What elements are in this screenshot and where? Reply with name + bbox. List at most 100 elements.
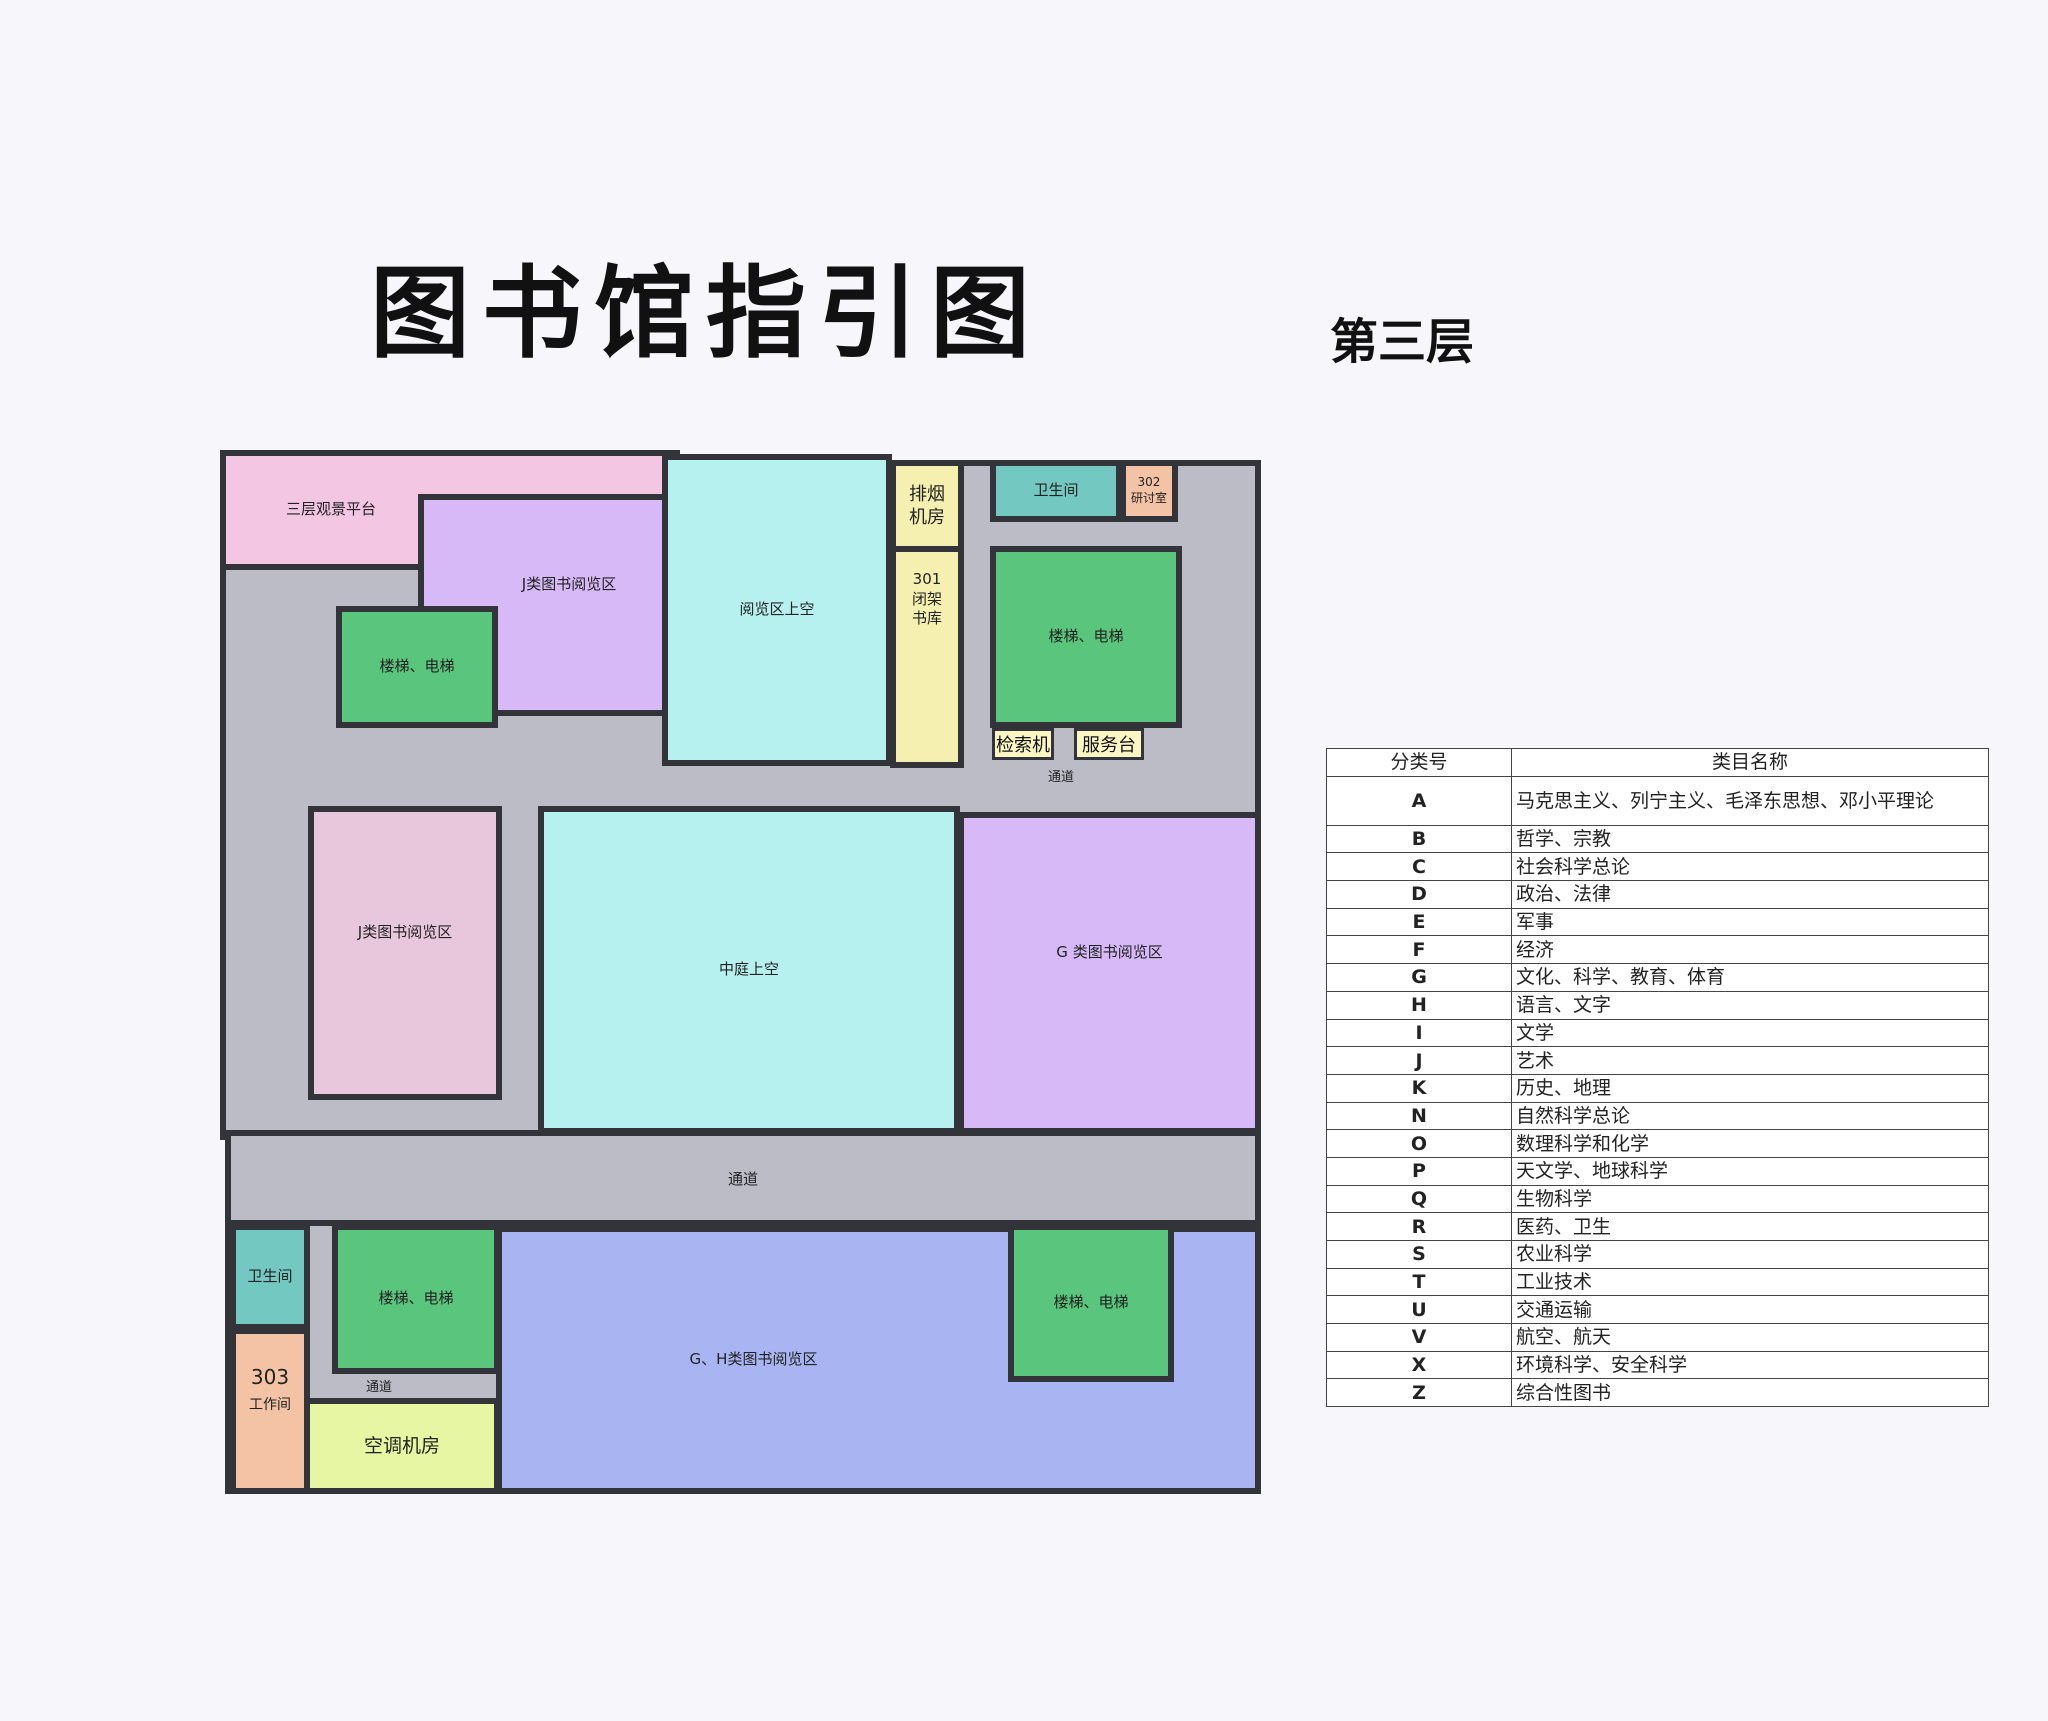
corridor-top-label: 通道 — [1048, 770, 1075, 785]
legend-name: 社会科学总论 — [1511, 852, 1989, 882]
search-kiosk[interactable]: 检索机 — [992, 728, 1054, 760]
closed-stacks-301-label: 301 闭架 书库 — [911, 570, 942, 627]
restroom-top-label: 卫生间 — [1033, 481, 1079, 500]
legend-name: 航空、航天 — [1511, 1323, 1989, 1352]
gh-reading-area-label: G、H类图书阅览区 — [689, 1350, 818, 1369]
legend-name: 工业技术 — [1511, 1267, 1989, 1297]
stairs-elevator-1-label: 楼梯、电梯 — [379, 657, 455, 676]
stairs-elevator-4-label: 楼梯、电梯 — [1053, 1293, 1129, 1312]
legend-name: 综合性图书 — [1511, 1378, 1989, 1408]
workroom-303-number: 303 — [250, 1365, 290, 1389]
legend-name: 政治、法律 — [1511, 880, 1989, 909]
legend-name: 数理科学和化学 — [1511, 1129, 1989, 1158]
search-kiosk-label: 检索机 — [996, 735, 1050, 756]
legend-name: 历史、地理 — [1511, 1073, 1989, 1103]
viewing-platform-label: 三层观景平台 — [286, 500, 377, 519]
corridor-main-label: 通道 — [727, 1170, 758, 1189]
reading-area-void[interactable]: 阅览区上空 — [662, 454, 892, 766]
legend-code: X — [1326, 1350, 1512, 1380]
reading-area-void-label: 阅览区上空 — [739, 600, 815, 619]
ac-room[interactable]: 空调机房 — [304, 1398, 500, 1494]
legend-code: D — [1326, 880, 1512, 909]
legend-col-code: 分类号 — [1326, 748, 1512, 777]
legend-code: N — [1326, 1101, 1512, 1131]
smoke-exhaust-room[interactable]: 排烟 机房 — [890, 460, 964, 552]
legend-code: G — [1326, 963, 1512, 992]
stairs-elevator-4[interactable]: 楼梯、电梯 — [1008, 1224, 1174, 1382]
legend-code: F — [1326, 935, 1512, 965]
stairs-elevator-3-label: 楼梯、电梯 — [378, 1289, 454, 1308]
legend-code: U — [1326, 1295, 1512, 1325]
stairs-elevator-2[interactable]: 楼梯、电梯 — [990, 546, 1182, 728]
legend-name: 医药、卫生 — [1511, 1212, 1989, 1241]
legend-name: 农业科学 — [1511, 1240, 1989, 1269]
legend-code: Q — [1326, 1184, 1512, 1214]
legend-name: 文学 — [1511, 1018, 1989, 1048]
legend-code: T — [1326, 1267, 1512, 1297]
workroom-303[interactable]: 303 工作间 — [230, 1328, 310, 1494]
legend-name: 哲学、宗教 — [1511, 824, 1989, 854]
legend-name: 艺术 — [1511, 1046, 1989, 1075]
legend-code: V — [1326, 1323, 1512, 1352]
closed-stacks-301[interactable]: 301 闭架 书库 — [890, 546, 964, 768]
legend-name: 马克思主义、列宁主义、毛泽东思想、邓小平理论 — [1511, 775, 1989, 826]
legend-code: C — [1326, 852, 1512, 882]
legend-name: 文化、科学、教育、体育 — [1511, 963, 1989, 992]
legend-code: O — [1326, 1129, 1512, 1158]
legend-code: H — [1326, 990, 1512, 1020]
legend-name: 自然科学总论 — [1511, 1101, 1989, 1131]
stairs-elevator-3[interactable]: 楼梯、电梯 — [332, 1224, 500, 1374]
corridor-main[interactable]: 通道 — [225, 1130, 1261, 1230]
legend-code: S — [1326, 1240, 1512, 1269]
legend-name: 生物科学 — [1511, 1184, 1989, 1214]
j-reading-area-left[interactable]: J类图书阅览区 — [308, 806, 502, 1100]
j-reading-area-top-label: J类图书阅览区 — [521, 575, 617, 594]
legend-code: E — [1326, 907, 1512, 937]
workroom-303-label: 工作间 — [249, 1397, 291, 1413]
g-reading-area-label: G 类图书阅览区 — [1056, 943, 1163, 962]
floor-label: 第三层 — [1330, 314, 1475, 370]
legend-code: B — [1326, 824, 1512, 854]
j-reading-area-left-label: J类图书阅览区 — [357, 923, 453, 942]
floor-plan: 通道 三层观景平台 J类图书阅览区 楼梯、电梯 阅览区上空 排烟 机房 301 … — [220, 450, 1261, 1494]
page-title: 图书馆指引图 — [370, 255, 1042, 372]
g-reading-area[interactable]: G 类图书阅览区 — [958, 812, 1261, 1134]
stairs-elevator-1[interactable]: 楼梯、电梯 — [336, 606, 498, 728]
legend-name: 环境科学、安全科学 — [1511, 1350, 1989, 1380]
corridor-small-label: 通道 — [366, 1380, 393, 1395]
legend-code: I — [1326, 1018, 1512, 1048]
legend-code: K — [1326, 1073, 1512, 1103]
ac-room-label: 空调机房 — [363, 1434, 440, 1457]
restroom-bottom[interactable]: 卫生间 — [230, 1224, 310, 1330]
stairs-elevator-2-label: 楼梯、电梯 — [1048, 627, 1124, 646]
courtyard-void-label: 中庭上空 — [718, 960, 779, 979]
smoke-exhaust-room-label: 排烟 机房 — [909, 483, 945, 528]
legend-header-row: 分类号 类目名称 — [1326, 748, 1989, 777]
restroom-top[interactable]: 卫生间 — [990, 460, 1122, 522]
service-desk-label: 服务台 — [1082, 735, 1136, 756]
service-desk[interactable]: 服务台 — [1074, 728, 1144, 760]
legend-code: A — [1326, 775, 1512, 826]
legend-code: R — [1326, 1212, 1512, 1241]
courtyard-void[interactable]: 中庭上空 — [538, 806, 960, 1134]
seminar-room-302[interactable]: 302 研讨室 — [1120, 460, 1178, 522]
legend-code: J — [1326, 1046, 1512, 1075]
